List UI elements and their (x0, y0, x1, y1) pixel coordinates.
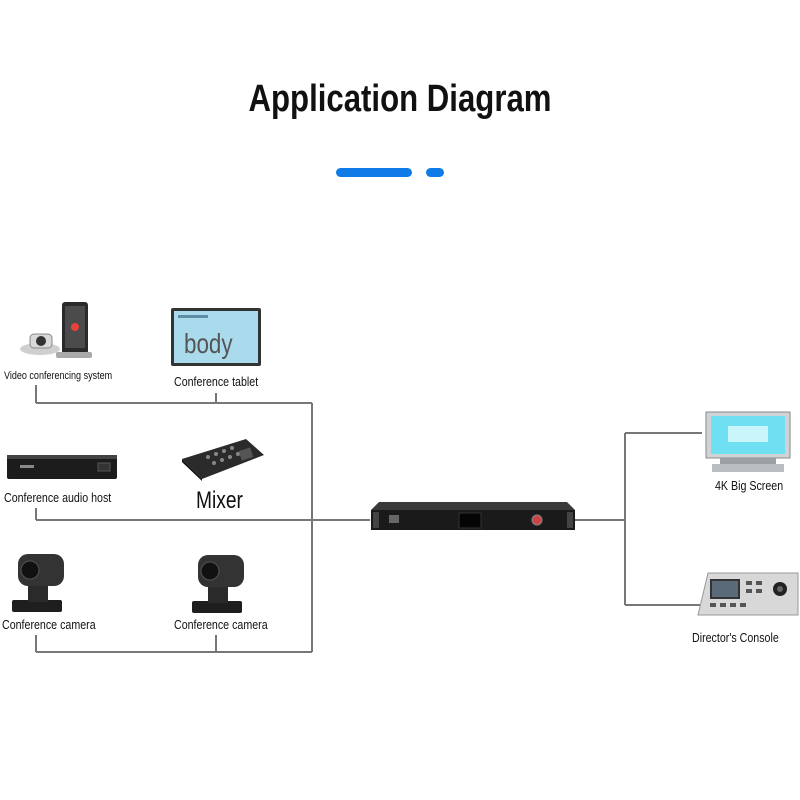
title-underline-long (336, 168, 412, 177)
directors-console-label: Director's Console (692, 630, 779, 645)
mixer-icon (182, 439, 264, 481)
central-processor-icon (371, 502, 575, 530)
title-underline-short (426, 168, 444, 177)
mixer-label: Mixer (196, 487, 243, 514)
directors-console-icon (697, 572, 799, 616)
audio-host-label: Conference audio host (4, 490, 112, 505)
video-conferencing-label: Video conferencing system (4, 370, 113, 382)
conference-tablet-label: Conference tablet (174, 374, 259, 389)
conference-camera-1-icon (12, 554, 64, 612)
conference-camera-2-label: Conference camera (174, 617, 268, 632)
conference-camera-2-icon (192, 555, 244, 613)
tablet-overlay-text: body (184, 328, 233, 359)
audio-host-icon (7, 455, 117, 479)
video-conferencing-icon (20, 302, 92, 358)
conference-tablet-icon (171, 308, 261, 366)
diagram-title: Application Diagram (248, 78, 552, 120)
big-screen-label: 4K Big Screen (715, 478, 784, 493)
big-screen-icon (705, 411, 791, 472)
conference-camera-1-label: Conference camera (2, 617, 96, 632)
